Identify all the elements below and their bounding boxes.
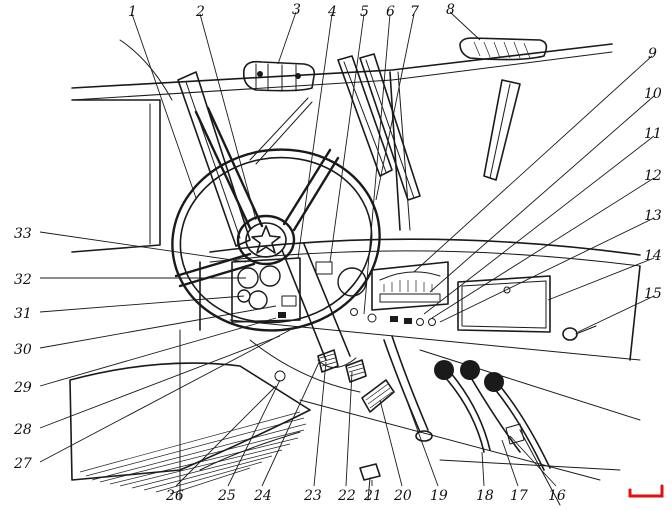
label-10: 10 — [644, 86, 662, 102]
label-28: 28 — [13, 422, 32, 438]
label-16: 16 — [548, 488, 566, 504]
label-31: 31 — [14, 306, 32, 322]
label-19: 19 — [430, 488, 448, 504]
instrument-panel — [231, 257, 449, 326]
wiper-arms — [177, 53, 521, 247]
wiper-motor — [459, 37, 548, 61]
label-33: 33 — [14, 226, 32, 242]
label-21: 21 — [363, 488, 382, 504]
label-25: 25 — [217, 488, 236, 504]
label-9: 9 — [648, 46, 657, 62]
label-11: 11 — [644, 126, 662, 142]
label-22: 22 — [337, 488, 356, 504]
label-13: 13 — [644, 208, 662, 224]
pedals-levers — [274, 325, 597, 501]
label-20: 20 — [393, 488, 412, 504]
label-3: 3 — [292, 2, 301, 18]
label-23: 23 — [303, 488, 322, 504]
label-14: 14 — [644, 248, 662, 264]
leader-lines — [39, 11, 655, 487]
label-5: 5 — [360, 4, 369, 20]
steering — [171, 106, 381, 368]
label-30: 30 — [14, 342, 32, 358]
label-12: 12 — [644, 168, 662, 184]
label-18: 18 — [476, 488, 494, 504]
label-1: 1 — [128, 4, 137, 20]
label-6: 6 — [386, 4, 395, 20]
label-26: 26 — [165, 488, 184, 504]
corner-bracket-mark — [628, 484, 664, 498]
label-24: 24 — [253, 488, 272, 504]
label-15: 15 — [644, 286, 662, 302]
label-27: 27 — [13, 456, 32, 472]
roof-lamp — [242, 60, 316, 92]
label-8: 8 — [446, 2, 455, 18]
label-2: 2 — [195, 4, 205, 20]
label-4: 4 — [327, 4, 337, 20]
label-7: 7 — [410, 4, 419, 20]
label-29: 29 — [13, 380, 32, 396]
part-labels: 1 2 3 4 5 6 7 8 9 10 11 12 13 14 15 16 1… — [13, 2, 662, 504]
label-32: 32 — [14, 272, 32, 288]
label-17: 17 — [510, 488, 528, 504]
